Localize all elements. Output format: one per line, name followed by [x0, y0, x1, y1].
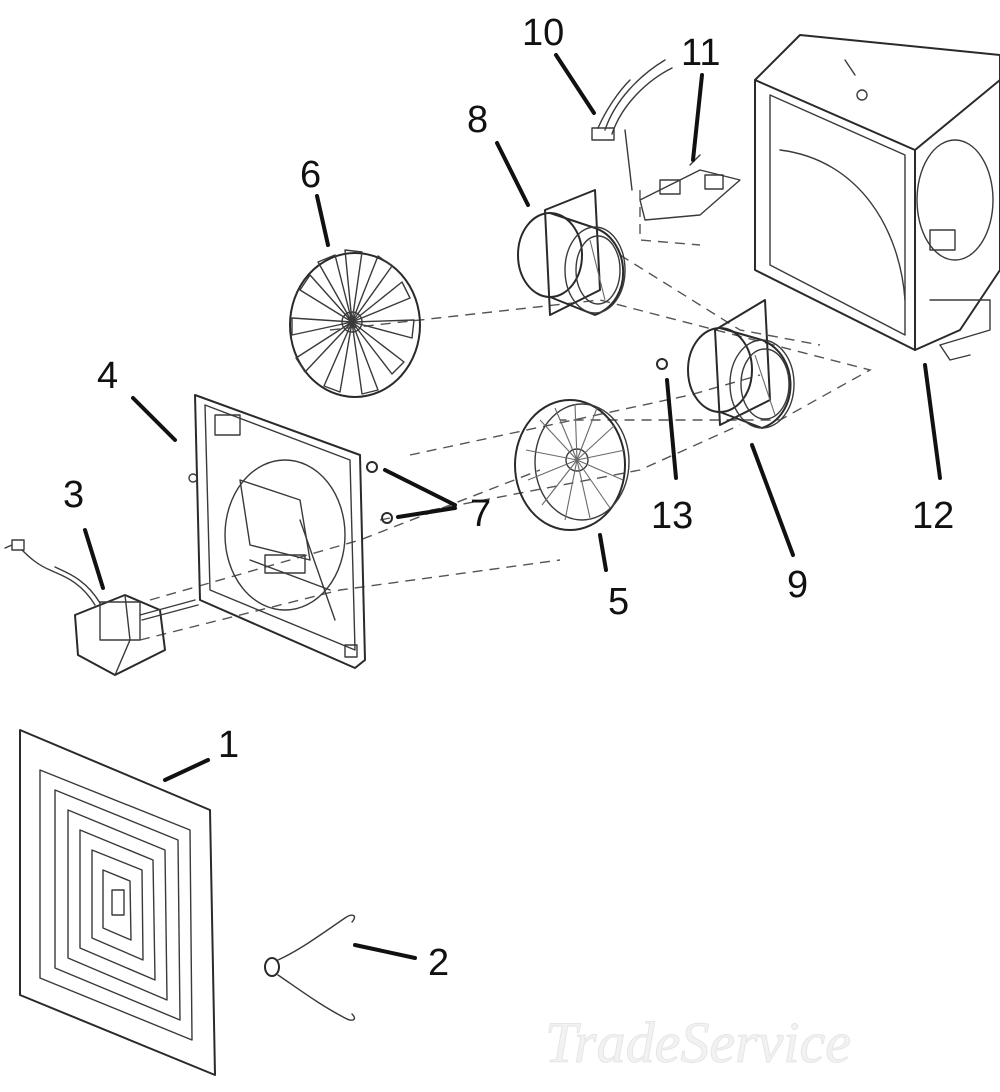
leader-11: [691, 73, 704, 162]
leader-2: [353, 943, 417, 960]
leader-4: [131, 396, 177, 442]
part-11-receptacle-bracket: [640, 155, 740, 220]
callout-11: 11: [681, 32, 720, 74]
leader-lines: [83, 53, 942, 960]
callout-12: 12: [912, 495, 954, 537]
assembly-guide-lines: [139, 190, 872, 641]
part-1-grille: [20, 730, 215, 1075]
leader-7b: [396, 506, 457, 519]
part-12-housing: [755, 35, 1000, 360]
part-9-duct-connector: [688, 300, 794, 428]
callout-labels: 1 2 3 4 5 6 7 8 9 10 11 12 13: [63, 12, 954, 984]
callout-1: 1: [218, 724, 239, 766]
callout-13: 13: [651, 495, 693, 537]
part-13-screw: [657, 359, 667, 369]
callout-2: 2: [428, 942, 449, 984]
part-3-motor: [5, 540, 198, 675]
callout-7: 7: [470, 493, 491, 535]
part-7-screws: [367, 462, 392, 523]
part-5-blower-wheel: [515, 400, 629, 530]
part-6-fan-blade: [290, 250, 420, 397]
part-8-duct-connector: [518, 190, 625, 315]
callout-4: 4: [97, 355, 118, 397]
callout-10: 10: [522, 12, 564, 54]
part-10-wiring-connector: [592, 60, 672, 190]
callout-6: 6: [300, 154, 321, 196]
callout-3: 3: [63, 474, 84, 516]
part-2-spring-clip: [265, 915, 354, 1020]
callout-8: 8: [467, 99, 488, 141]
callout-9: 9: [787, 564, 808, 606]
leader-12: [923, 363, 942, 480]
watermark-text: TradeService: [545, 1010, 851, 1075]
leader-8: [495, 141, 530, 207]
leader-7a: [383, 468, 457, 507]
leader-1: [163, 758, 210, 782]
leader-3: [83, 528, 105, 590]
leader-6: [315, 194, 330, 247]
leader-13: [665, 378, 678, 480]
part-4-mounting-plate: [189, 395, 365, 668]
leader-9: [750, 443, 795, 557]
callout-5: 5: [608, 581, 629, 623]
leader-10: [554, 53, 596, 115]
leader-5: [598, 533, 608, 572]
